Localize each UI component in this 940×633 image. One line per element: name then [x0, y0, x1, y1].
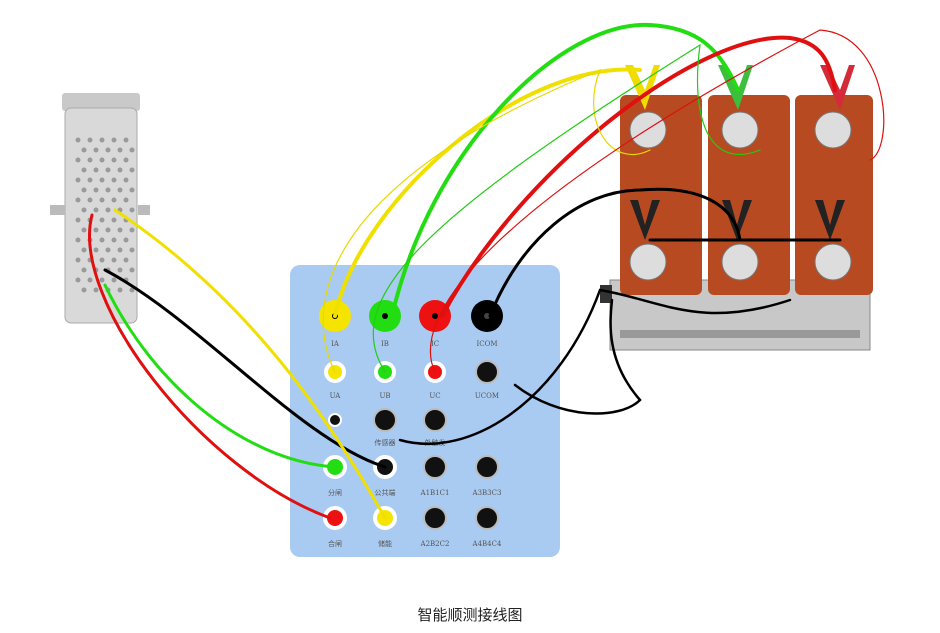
pole-c	[795, 95, 873, 295]
terminal-label: A1B1C1	[420, 489, 450, 497]
wires	[88, 22, 885, 520]
connector[interactable]	[423, 506, 447, 530]
aviation-connector[interactable]	[475, 360, 499, 384]
terminal-label: IB	[381, 340, 389, 348]
terminal-label: ICOM	[476, 340, 497, 348]
terminal-label: IC	[431, 340, 439, 348]
terminal-label: UB	[379, 392, 390, 400]
ground-jack[interactable]	[328, 413, 342, 427]
socket-icon	[432, 313, 438, 319]
wire-sensor	[398, 288, 792, 445]
wire-energy	[113, 208, 387, 520]
terminal-label: 分闸	[328, 488, 342, 497]
connector[interactable]	[423, 455, 447, 479]
wire-common	[103, 268, 387, 469]
connector[interactable]	[475, 455, 499, 479]
tester-panel	[290, 265, 560, 557]
circuit-breaker	[600, 65, 873, 351]
terminal-label: UC	[429, 392, 440, 400]
wire-uc	[429, 29, 885, 373]
terminal-label: A2B2C2	[420, 540, 450, 548]
wire-open	[103, 283, 337, 469]
terminal-label: A3B3C3	[472, 489, 502, 497]
terminal-label: 传感器	[375, 438, 396, 447]
control-box	[50, 93, 150, 324]
connector[interactable]	[475, 506, 499, 530]
diagram-caption: 智能顺测接线图	[417, 606, 523, 624]
terminal-label: 储能	[378, 539, 392, 548]
socket-icon	[382, 313, 388, 319]
terminal-label: UCOM	[475, 392, 499, 400]
wire-close	[88, 213, 332, 520]
wire-ic	[440, 35, 837, 318]
terminal-label: UA	[330, 392, 342, 400]
wire-ucom	[513, 298, 642, 415]
wire-icom	[488, 187, 842, 318]
pole-b	[708, 95, 790, 295]
terminal-label: 公共端	[375, 488, 396, 497]
socket-icon	[327, 510, 343, 526]
terminal-label: IA	[331, 340, 340, 348]
socket-icon	[484, 313, 490, 319]
terminal-label: 合闸	[328, 539, 342, 548]
terminal-label: A4B4C4	[472, 540, 502, 548]
wire-ua	[322, 68, 651, 373]
wire-ub	[372, 43, 761, 373]
connector[interactable]	[423, 408, 447, 432]
wire-ib	[390, 22, 740, 318]
connector[interactable]	[373, 408, 397, 432]
